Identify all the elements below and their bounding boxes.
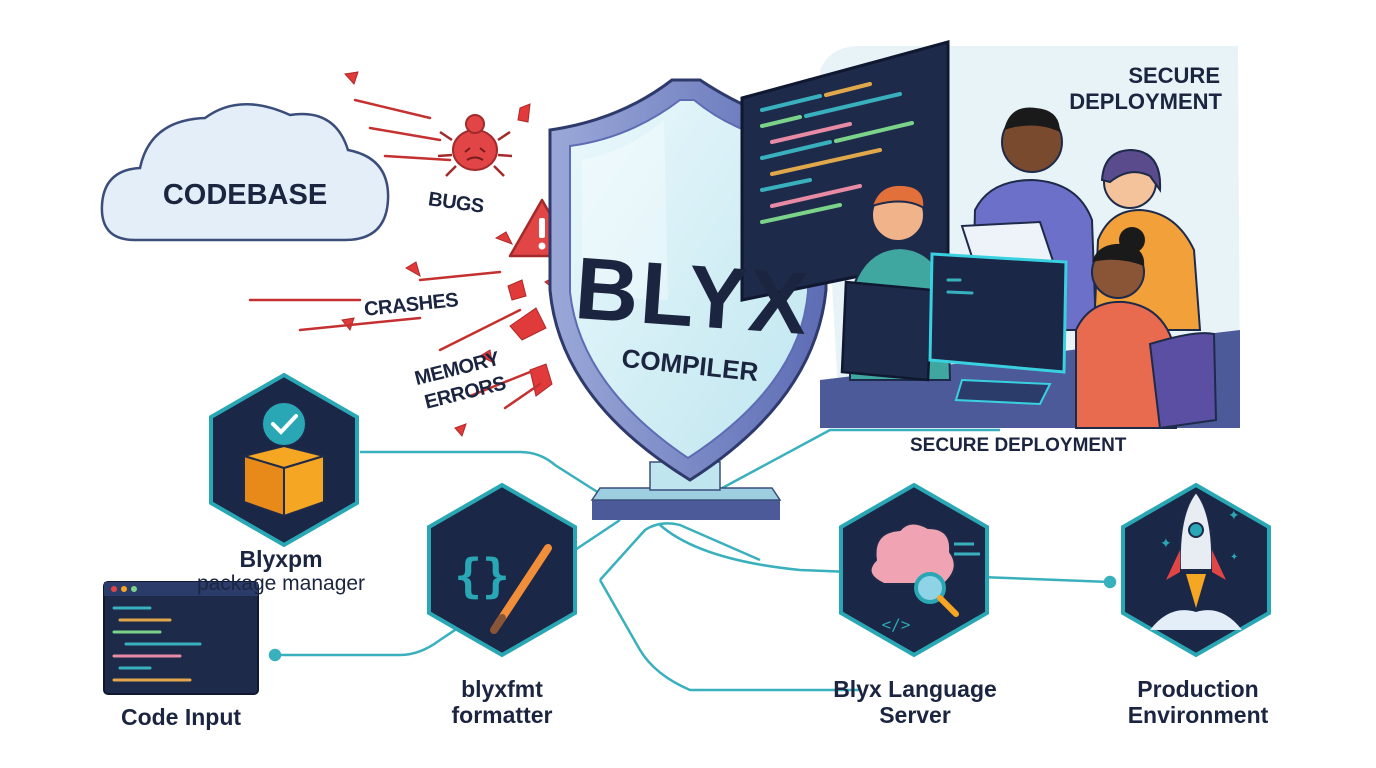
brain-magnifier-icon: </> bbox=[869, 522, 980, 634]
rocket-icon: ✦ ✦ ✦ bbox=[1150, 490, 1242, 630]
formatter-desc: formatter bbox=[451, 702, 553, 729]
code-input-name: Code Input bbox=[120, 704, 242, 730]
language-server-name: Blyx Language bbox=[833, 676, 997, 702]
svg-text:✦: ✦ bbox=[1160, 535, 1172, 551]
package-manager-label: Blyxpm package manager bbox=[176, 546, 386, 597]
language-server-label: Blyx Language Server bbox=[810, 676, 1020, 729]
formatter-label: blyxfmt formatter bbox=[420, 676, 584, 729]
threat-streaks bbox=[248, 98, 542, 410]
language-server-desc: Server bbox=[879, 702, 951, 729]
package-check-icon bbox=[240, 401, 328, 518]
code-editor-icon bbox=[103, 581, 259, 695]
hex-language-server: </> bbox=[839, 482, 989, 658]
codebase-label: CODEBASE bbox=[162, 179, 328, 211]
svg-text:</>: </> bbox=[882, 615, 911, 634]
hex-production: ✦ ✦ ✦ bbox=[1121, 482, 1271, 658]
person-seated bbox=[1075, 227, 1178, 429]
production-label: Production Environment bbox=[1100, 676, 1296, 729]
shield-title: BLYX bbox=[571, 238, 813, 354]
code-lines bbox=[760, 82, 914, 224]
deployment-heading-line1: SECURE bbox=[1128, 63, 1220, 88]
deployment-heading-line2: DEPLOYMENT bbox=[1069, 89, 1222, 114]
codebase-cloud bbox=[100, 103, 390, 242]
production-desc: Environment bbox=[1127, 702, 1269, 729]
braces-brush-icon: {} bbox=[454, 549, 509, 603]
deployment-scene bbox=[740, 40, 1240, 430]
production-name: Production bbox=[1137, 676, 1259, 702]
svg-text:✦: ✦ bbox=[1228, 507, 1240, 523]
bug-icon bbox=[437, 114, 513, 177]
package-manager-desc: package manager bbox=[196, 572, 366, 596]
hex-formatter: {} bbox=[427, 482, 577, 658]
connector-lines bbox=[268, 428, 1117, 692]
hex-package-manager bbox=[209, 372, 359, 548]
package-manager-name: Blyxpm bbox=[239, 546, 323, 572]
svg-text:✦: ✦ bbox=[1230, 552, 1238, 563]
formatter-name: blyxfmt bbox=[461, 676, 543, 702]
threat-particles bbox=[341, 71, 559, 437]
code-input-label: Code Input bbox=[96, 704, 266, 730]
deployment-caption: SECURE DEPLOYMENT bbox=[910, 435, 1127, 456]
